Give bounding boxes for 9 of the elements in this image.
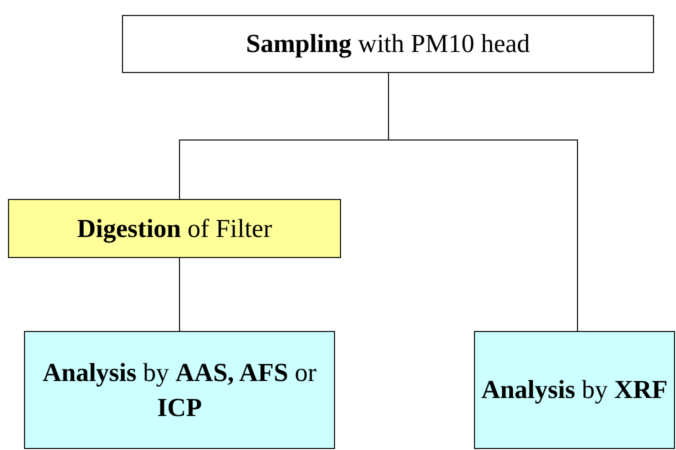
box-label: Analysis by XRF — [481, 374, 668, 406]
box-label: Digestion of Filter — [77, 212, 272, 245]
process-box — [8, 199, 341, 258]
box-label: Sampling with PM10 head — [246, 28, 530, 60]
process-box — [474, 331, 675, 449]
process-box — [24, 331, 335, 449]
box-label: Analysis by AAS, AFS or ICP — [42, 356, 318, 424]
connector-line — [179, 258, 180, 332]
process-box — [122, 15, 654, 73]
